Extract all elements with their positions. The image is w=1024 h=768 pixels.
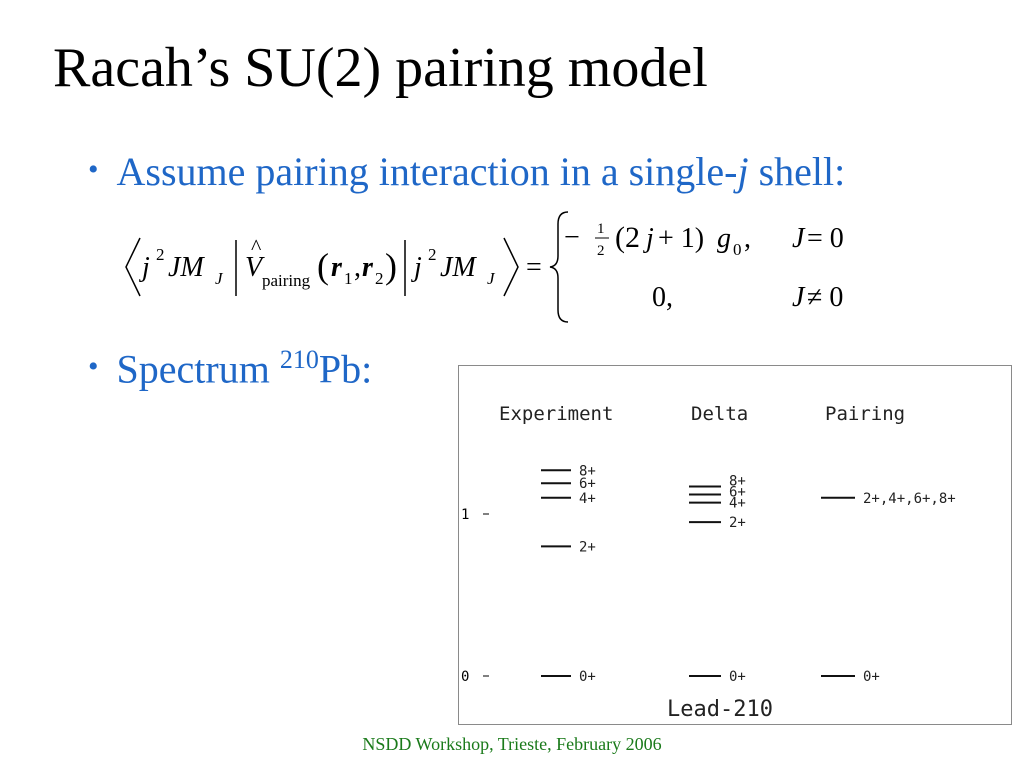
column-header-experiment: Experiment (499, 403, 613, 425)
eq-case2-cond: ≠ 0 (807, 282, 843, 313)
svg-text:): ) (385, 246, 397, 286)
y-tick-label-0: 0 (461, 669, 469, 685)
eq-ket-j: j (411, 252, 422, 283)
eq-r1: r (331, 252, 343, 283)
eq-bra-JM: JM (168, 252, 205, 283)
eq-bra-sup2: 2 (156, 245, 165, 264)
eq-case1-cond: = 0 (807, 223, 844, 254)
eq-sub2: 2 (375, 269, 384, 288)
slide-footer: NSDD Workshop, Trieste, February 2006 (362, 734, 662, 754)
eq-comma: , (354, 252, 361, 283)
eq-case1-expr: (2 (615, 221, 640, 254)
level-label-delta-3: 6+ (729, 485, 746, 501)
eq-g-sub: 0 (733, 240, 742, 259)
level-label-pairing-1: 2+,4+,6+,8+ (863, 491, 956, 507)
eq-frac-num: 1 (597, 221, 605, 237)
slide-title: Racah’s SU(2) pairing model (53, 37, 708, 99)
bullet2-text-end: Pb: (318, 346, 373, 392)
eq-ket-sup2: 2 (428, 245, 437, 264)
level-label-experiment-2: 4+ (579, 491, 596, 507)
pb210-level-scheme-figure: 01Energy (MeV)Experiment0+2+4+6+8+Delta0… (458, 365, 1012, 725)
bullet2-text: Spectrum (116, 346, 280, 392)
eq-frac-den: 2 (597, 243, 605, 259)
eq-case1-j: j (643, 223, 654, 254)
level-label-delta-0: 0+ (729, 669, 746, 685)
level-label-experiment-3: 6+ (579, 476, 596, 492)
bullet-dot: • (88, 153, 99, 186)
eq-bra-subJ: J (215, 269, 224, 288)
bullet2-sup-210: 210 (279, 345, 319, 374)
eq-case1-cond-J: J (792, 223, 806, 254)
eq-case1-comma: , (744, 223, 751, 254)
eq-case1-minus: − (564, 222, 580, 253)
level-label-delta-2: 4+ (729, 496, 746, 512)
level-label-experiment-4: 8+ (579, 463, 596, 479)
level-label-experiment-1: 2+ (579, 539, 596, 555)
level-label-pairing-0: 0+ (863, 669, 880, 685)
column-header-delta: Delta (691, 403, 748, 425)
level-label-delta-1: 2+ (729, 515, 746, 531)
bullet1-text: Assume pairing interaction in a single- (116, 149, 738, 194)
level-label-experiment-0: 0+ (579, 669, 596, 685)
bullet1-italic-j: j (737, 149, 749, 194)
level-scheme-chart: 01Energy (MeV)Experiment0+2+4+6+8+Delta0… (461, 403, 956, 722)
y-tick-label-1: 1 (461, 507, 469, 523)
bullet-dot: • (88, 350, 99, 384)
bullet1-text-end: shell: (748, 149, 846, 194)
eq-case1-expr2: + 1) (658, 223, 704, 254)
eq-bra-j: j (139, 252, 150, 283)
eq-case2-value: 0, (652, 282, 673, 313)
eq-V: V (245, 252, 265, 283)
eq-equals: = (526, 252, 542, 283)
eq-V-hat: ^ (251, 234, 262, 259)
column-header-pairing: Pairing (825, 403, 905, 425)
bullet-spectrum: • Spectrum 210Pb: (88, 345, 372, 392)
eq-case2-cond-J: J (792, 282, 806, 313)
bullet-assume-pairing: • Assume pairing interaction in a single-… (88, 148, 845, 195)
eq-sub-pairing: pairing (262, 271, 311, 290)
pairing-matrix-element-equation: j 2 JM J V ^ pairing ( r 1 , r 2 ) j 2 J… (125, 211, 844, 323)
eq-ket-JM: JM (440, 252, 477, 283)
svg-text:(: ( (317, 246, 329, 286)
eq-r2: r (362, 252, 374, 283)
eq-sub1: 1 (344, 269, 353, 288)
eq-ket-subJ: J (487, 269, 496, 288)
eq-g: g (717, 223, 731, 254)
chart-title: Lead-210 (667, 697, 773, 722)
level-label-delta-4: 8+ (729, 474, 746, 490)
